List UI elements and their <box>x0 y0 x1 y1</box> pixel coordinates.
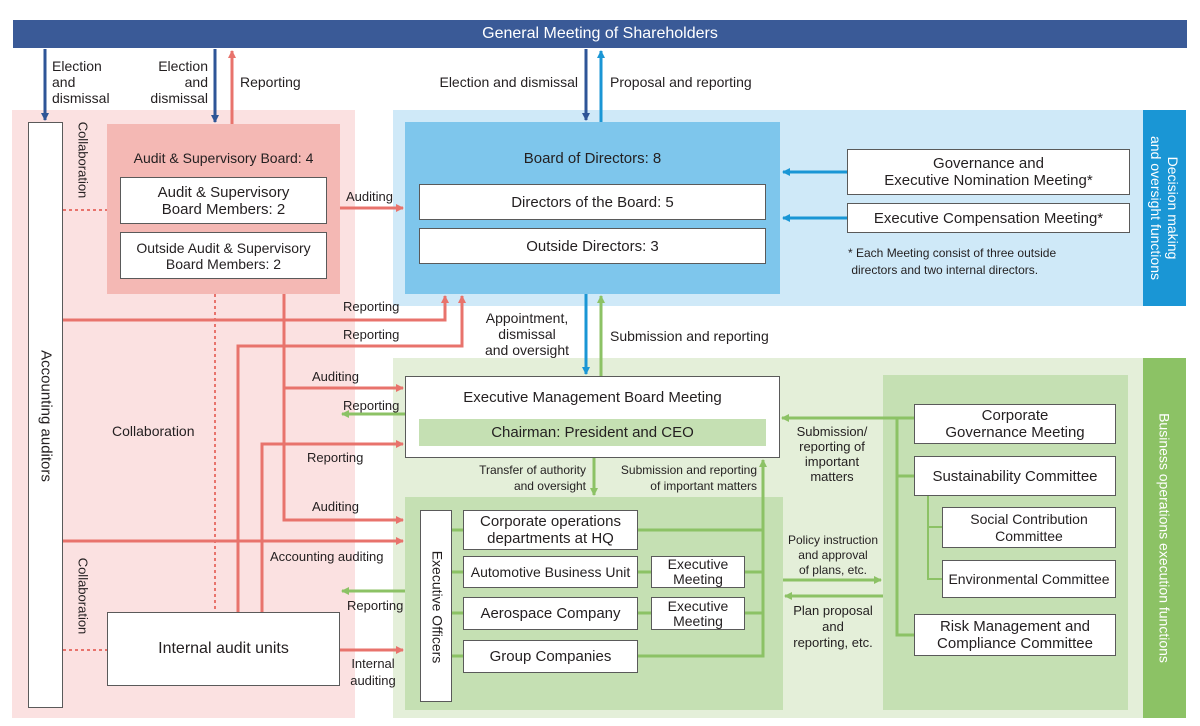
election-mid-label: Election and dismissal <box>150 58 208 106</box>
unit-group-companies: Group Companies <box>463 640 638 673</box>
internal-audit-label: Internal audit units <box>158 640 289 657</box>
unit-aerospace-label: Aerospace Company <box>480 605 621 622</box>
internal-audit-box: Internal audit units <box>107 612 340 686</box>
submission-important-label: Submission and reporting of important ma… <box>620 463 757 493</box>
executive-officers-box: Executive Officers <box>420 510 452 702</box>
risk-management-box: Risk Management and Compliance Committee <box>914 614 1116 656</box>
compensation-meeting-box: Executive Compensation Meeting* <box>847 203 1130 233</box>
executive-meeting-aerospace-label: Executive Meeting <box>667 597 729 629</box>
committee-sub-bus <box>927 496 942 580</box>
decision-side-bar: Decision making and oversight functions <box>1143 110 1186 306</box>
reporting-label-4: Reporting <box>307 450 364 465</box>
election-left-label: Election and dismissal <box>52 58 110 106</box>
unit-group-companies-label: Group Companies <box>489 648 612 665</box>
unit-corporate-ops: Corporate operations departments at HQ <box>463 510 638 550</box>
environmental-committee-label: Environmental Committee <box>948 571 1110 587</box>
unit-connector-group <box>638 530 765 658</box>
chairman-box: Chairman: President and CEO <box>419 419 766 446</box>
environmental-committee-box: Environmental Committee <box>942 560 1116 598</box>
outside-audit-members-label: Outside Audit & Supervisory Board Member… <box>136 239 311 272</box>
risk-management-label: Risk Management and Compliance Committee <box>937 618 1093 652</box>
executive-meeting-aerospace: Executive Meeting <box>651 597 745 630</box>
reporting-internal-to-board <box>236 295 466 612</box>
outside-directors-label: Outside Directors: 3 <box>526 237 659 255</box>
transfer-authority-label: Transfer of authority and oversight <box>479 463 586 493</box>
accounting-auditors-box: Accounting auditors <box>28 122 63 708</box>
board-of-directors-title: Board of Directors: 8 <box>523 150 662 167</box>
audit-board-title: Audit & Supervisory Board: 4 <box>133 150 314 166</box>
auditing-label-1: Auditing <box>312 369 359 384</box>
internal-auditing-label: Internal auditing <box>350 656 396 688</box>
election-board-label: Election and dismissal <box>439 74 578 90</box>
committee-vertical-bus <box>895 418 914 637</box>
sustainability-committee-box: Sustainability Committee <box>914 456 1116 496</box>
submission-reporting-label: Submission and reporting <box>610 328 769 344</box>
audit-board-down-line <box>282 294 404 524</box>
reporting-internal-to-exec <box>260 440 404 612</box>
committee-note: * Each Meeting consist of three outside … <box>848 246 1057 277</box>
appointment-label: Appointment, dismissal and oversight <box>484 310 570 358</box>
audit-board-members-box: Audit & Supervisory Board Members: 2 <box>120 177 327 224</box>
accounting-auditing-label: Accounting auditing <box>270 549 384 564</box>
governance-nomination-box: Governance and Executive Nomination Meet… <box>847 149 1130 195</box>
unit-aerospace: Aerospace Company <box>463 597 638 630</box>
governance-nomination-label: Governance and Executive Nomination Meet… <box>884 155 1093 189</box>
outside-directors-box: Outside Directors: 3 <box>419 228 766 264</box>
reporting-label-3: Reporting <box>343 398 400 413</box>
reporting-auditors-to-board <box>63 295 449 322</box>
policy-label: Policy instruction and approval of plans… <box>787 533 879 577</box>
reporting-top-label: Reporting <box>240 74 301 90</box>
reporting-label-2: Reporting <box>343 327 400 342</box>
social-contribution-box: Social Contribution Committee <box>942 507 1116 548</box>
plan-proposal-label: Plan proposal and reporting, etc. <box>793 603 873 650</box>
directors-of-board-box: Directors of the Board: 5 <box>419 184 766 220</box>
corp-governance-meeting-box: Corporate Governance Meeting <box>914 404 1116 444</box>
unit-automotive-label: Automotive Business Unit <box>470 564 631 580</box>
auditing-label-2: Auditing <box>312 499 359 514</box>
executive-meeting-automotive-label: Executive Meeting <box>667 556 729 587</box>
submission-right-label: Submission/ reporting of important matte… <box>796 424 868 484</box>
compensation-meeting-label: Executive Compensation Meeting* <box>873 209 1104 227</box>
sustainability-committee-label: Sustainability Committee <box>932 467 1098 485</box>
executive-meeting-automotive: Executive Meeting <box>651 556 745 588</box>
executive-management-title: Executive Management Board Meeting <box>463 389 722 406</box>
directors-of-board-label: Directors of the Board: 5 <box>511 193 674 211</box>
collaboration-mid-label: Collaboration <box>112 423 195 439</box>
audit-board-members-label: Audit & Supervisory Board Members: 2 <box>157 183 290 218</box>
unit-automotive: Automotive Business Unit <box>463 556 638 588</box>
unit-corporate-ops-label: Corporate operations departments at HQ <box>480 513 621 547</box>
reporting-label-5: Reporting <box>347 598 404 613</box>
social-contribution-label: Social Contribution Committee <box>970 510 1088 544</box>
auditing-label-board: Auditing <box>346 189 393 204</box>
outside-audit-members-box: Outside Audit & Supervisory Board Member… <box>120 232 327 279</box>
corp-governance-meeting-label: Corporate Governance Meeting <box>945 407 1085 441</box>
proposal-reporting-label: Proposal and reporting <box>610 74 752 90</box>
shareholders-meeting-header: General Meeting of Shareholders <box>13 20 1187 48</box>
business-side-bar: Business operations execution functions <box>1143 358 1186 718</box>
header-title: General Meeting of Shareholders <box>482 25 718 42</box>
reporting-label-1: Reporting <box>343 299 400 314</box>
chairman-label: Chairman: President and CEO <box>491 424 694 441</box>
